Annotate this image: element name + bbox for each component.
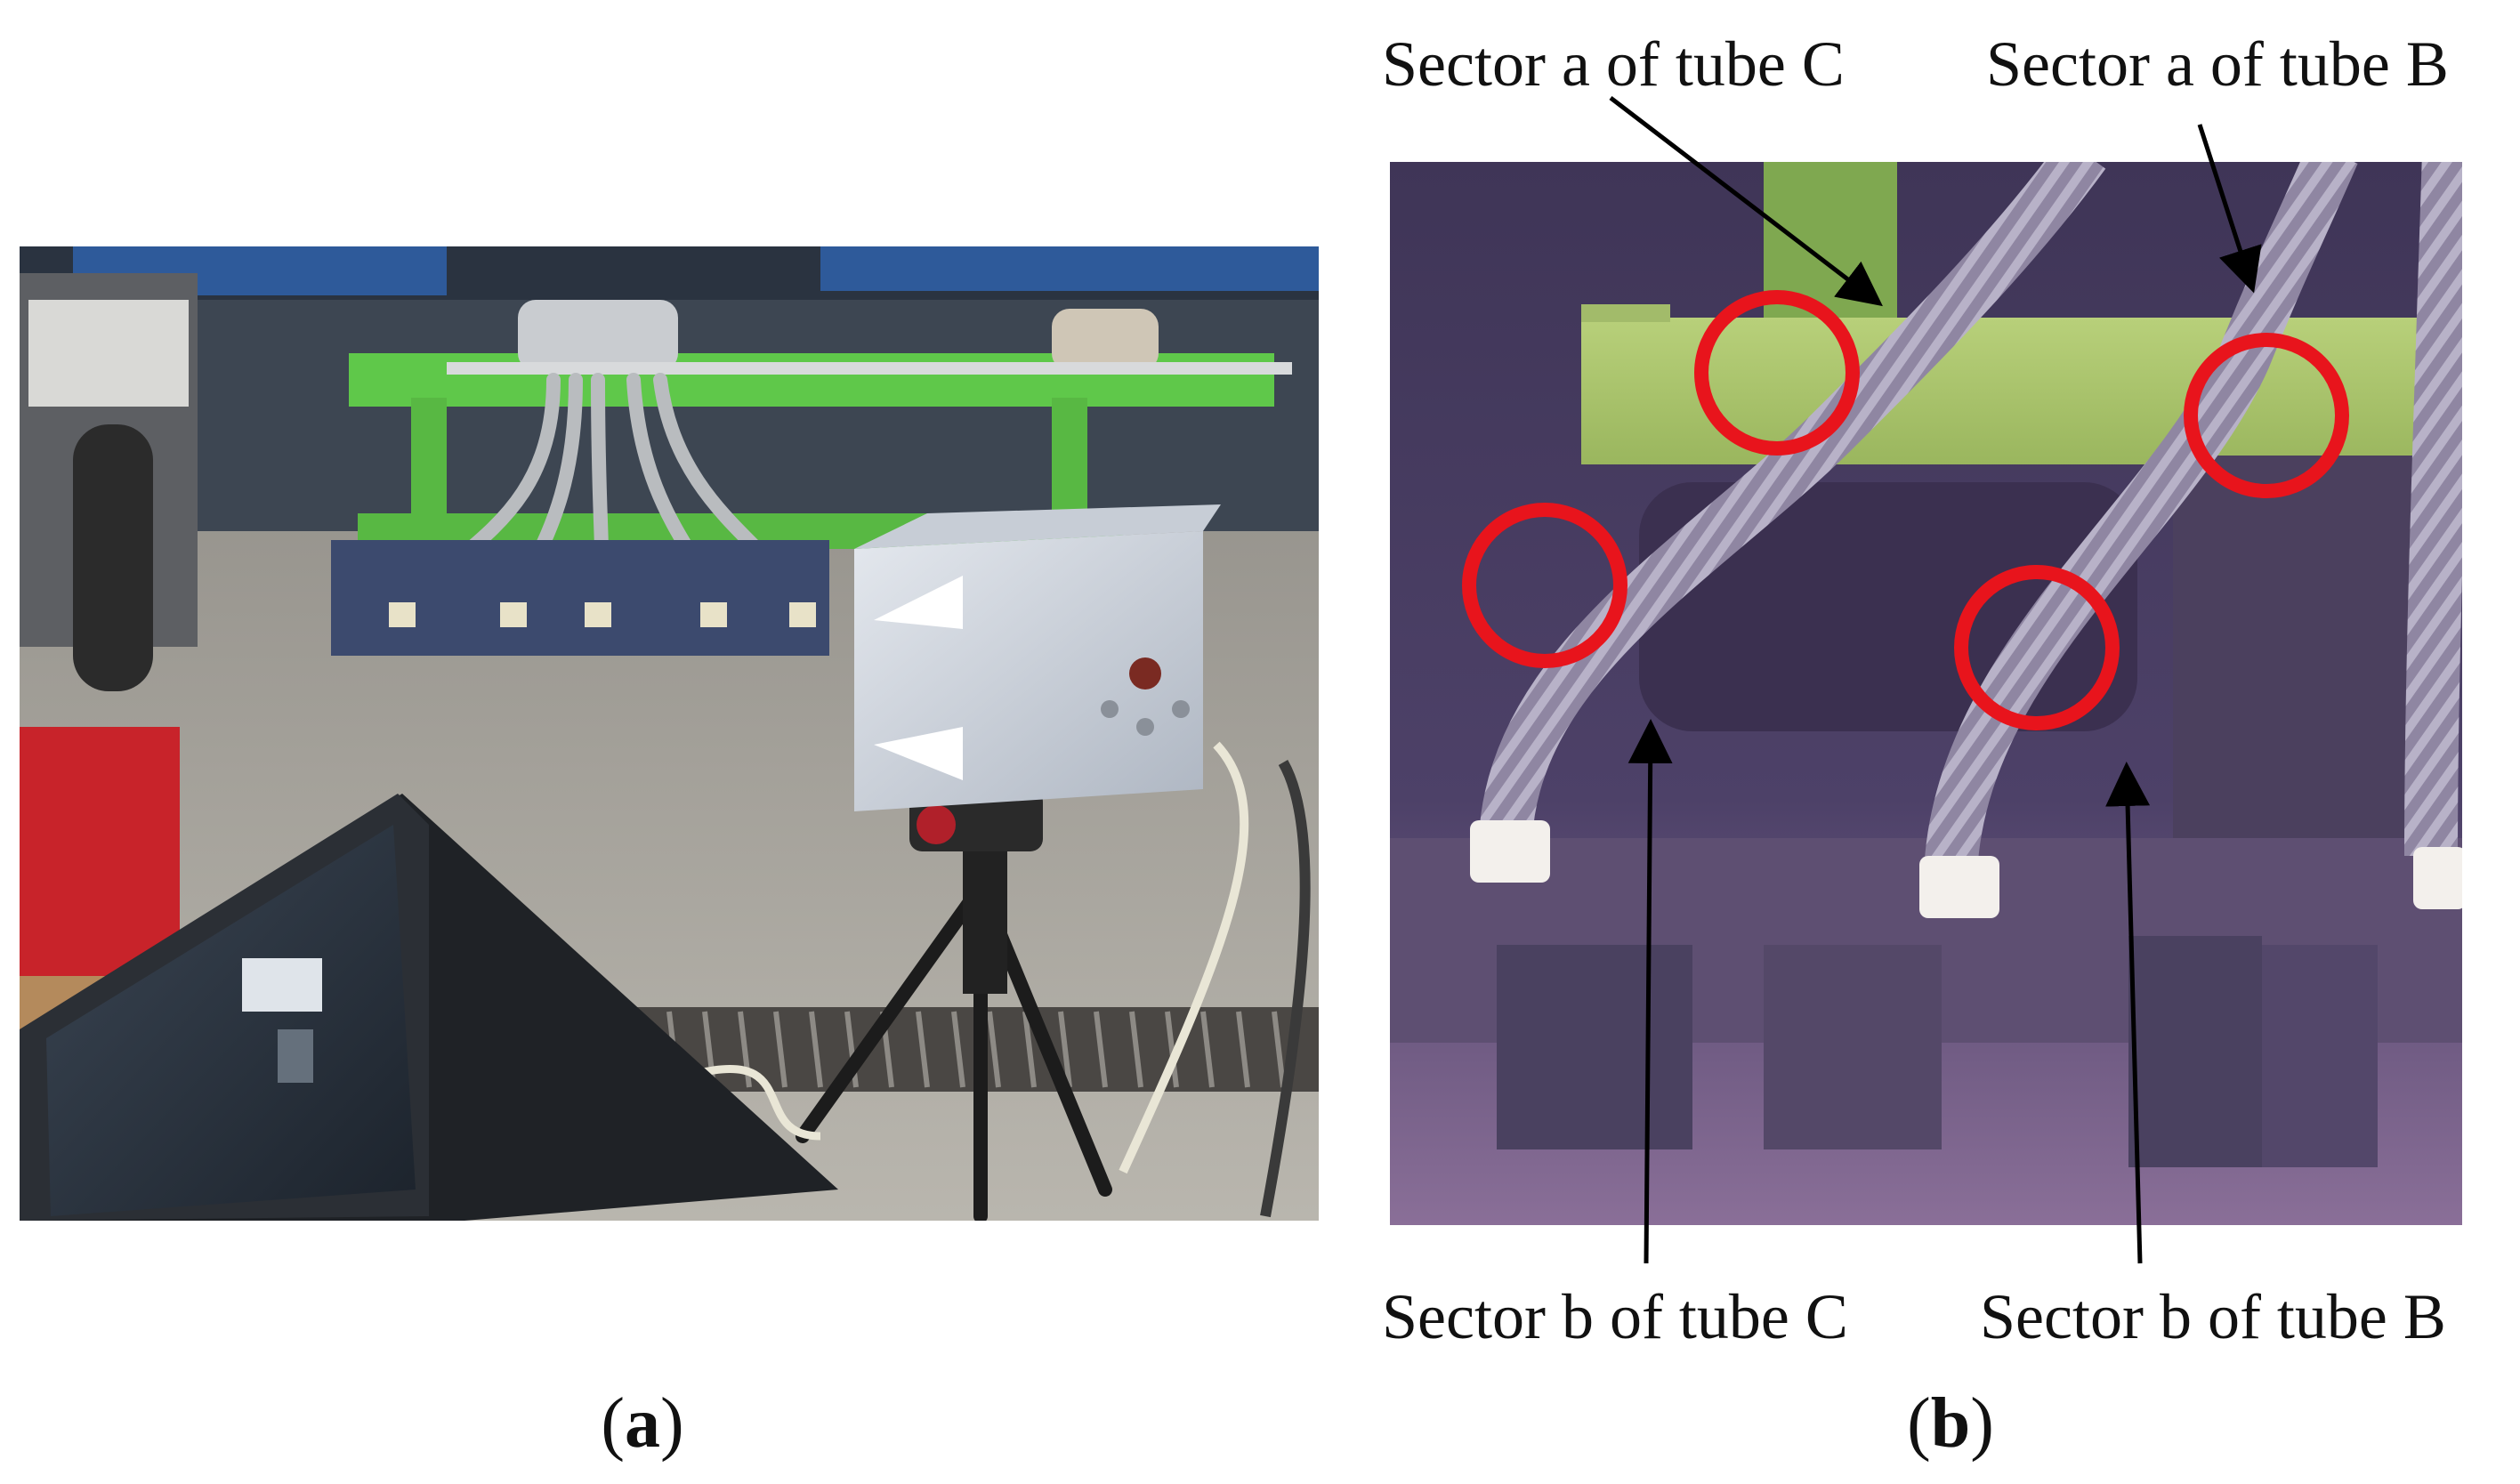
caption-letter-b: b	[1930, 1384, 1971, 1463]
marker-sector-b-tube-c	[1462, 503, 1628, 668]
marker-sector-b-tube-b	[1954, 565, 2120, 730]
label-sector-b-tube-c: Sector b of tube C	[1382, 1281, 1848, 1352]
label-sector-b-tube-b: Sector b of tube B	[1980, 1281, 2446, 1352]
caption-panel-b: (b)	[1907, 1384, 1994, 1463]
label-sector-a-tube-b: Sector a of tube B	[1986, 28, 2449, 100]
caption-letter-a: a	[625, 1384, 660, 1463]
marker-sector-a-tube-b	[2184, 333, 2349, 498]
caption-panel-a: (a)	[601, 1384, 684, 1463]
photo-setup	[20, 246, 1319, 1221]
label-sector-a-tube-c: Sector a of tube C	[1382, 28, 1845, 100]
photo-tubes-closeup	[1390, 162, 2462, 1225]
